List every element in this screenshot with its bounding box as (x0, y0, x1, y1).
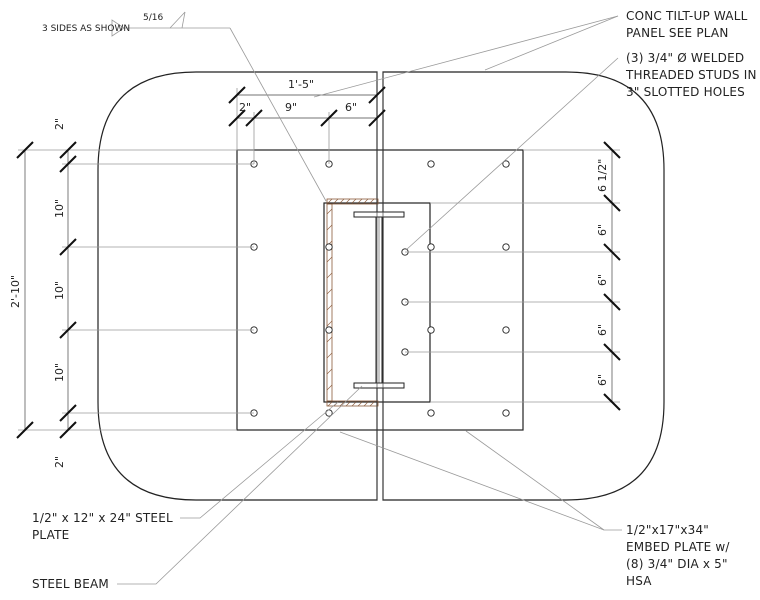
embed-plate-note-line3: (8) 3/4" DIA x 5" (626, 557, 728, 571)
studs-note-line1: (3) 3/4" Ø WELDED (626, 51, 744, 65)
weld-size: 5/16 (143, 13, 163, 23)
steel-plate-note-line1: 1/2" x 12" x 24" STEEL (32, 511, 173, 525)
dim-top-a: 2" (239, 101, 251, 114)
dim-right-5: 6" (596, 374, 609, 386)
note-leaders (111, 11, 622, 585)
right-dimension-lines (405, 141, 621, 411)
left-dimension-lines (16, 141, 254, 439)
studs-note-line2: THREADED STUDS IN (625, 68, 757, 82)
dim-left-3: 10" (53, 281, 66, 300)
dim-top-b: 9" (285, 101, 297, 114)
dim-right-1: 6 1/2" (596, 159, 609, 192)
dim-right-2: 6" (596, 224, 609, 236)
wall-panel-note-line1: CONC TILT-UP WALL (626, 9, 748, 23)
steel-beam (353, 211, 405, 389)
studs-note-line3: 3" SLOTTED HOLES (626, 85, 745, 99)
dim-top-overall: 1'-5" (288, 78, 314, 91)
weld-symbol-hatch (326, 198, 379, 407)
embed-plate-note-line1: 1/2"x17"x34" (626, 523, 709, 537)
dim-left-1: 2" (53, 118, 66, 130)
weld-note: 3 SIDES AS SHOWN (42, 24, 130, 34)
dim-left-4: 10" (53, 363, 66, 382)
steel-plate-note-line2: PLATE (32, 528, 69, 542)
wall-panel-note-line2: PANEL SEE PLAN (626, 26, 729, 40)
dim-right-4: 6" (596, 324, 609, 336)
steel-beam-note: STEEL BEAM (32, 577, 109, 591)
top-dimension-lines (228, 86, 386, 164)
embed-plate-note-line2: EMBED PLATE w/ (626, 540, 730, 554)
dim-left-5: 2" (53, 456, 66, 468)
dim-left-overall: 2'-10" (9, 275, 22, 308)
embed-plate-note-line4: HSA (626, 574, 652, 588)
wall-panel-left (97, 71, 378, 501)
dim-right-3: 6" (596, 274, 609, 286)
dim-top-c: 6" (345, 101, 357, 114)
dim-left-2: 10" (53, 199, 66, 218)
wall-panel-right (382, 71, 665, 501)
embed-plate (236, 149, 524, 431)
